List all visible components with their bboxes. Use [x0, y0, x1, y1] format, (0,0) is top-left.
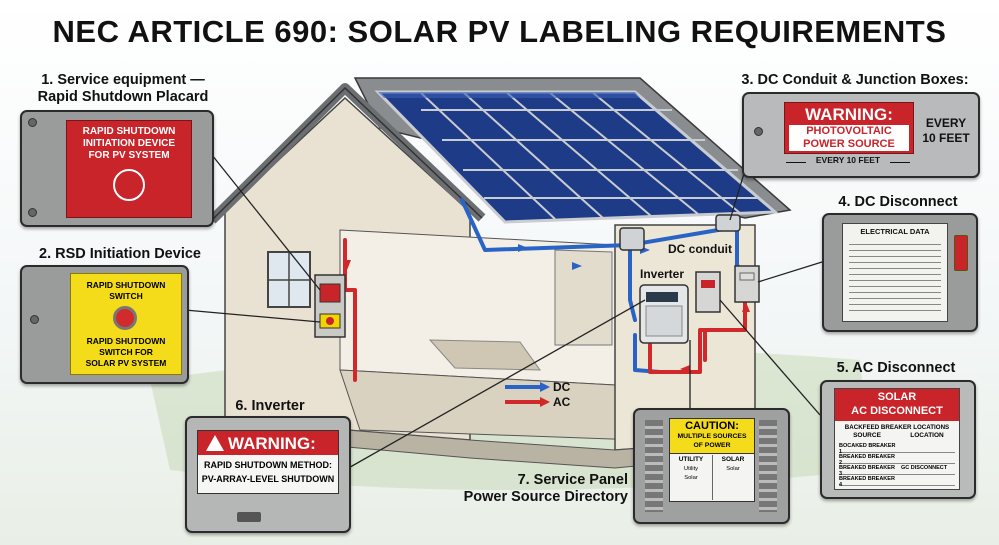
directory-col-solar: SOLAR [721, 456, 745, 463]
rsd-bottom-line1: RAPID SHUTDOWN [86, 336, 166, 346]
electrical-data-rows [849, 239, 941, 313]
backfeed-row-2: BREAKED BREAKER 2 [839, 453, 955, 466]
dc-conduit-label: DC conduit [668, 242, 732, 256]
inverter-warning-label: WARNING: RAPID SHUTDOWN METHOD: PV-ARRAY… [197, 430, 339, 494]
placard-line3: FOR PV SYSTEM [88, 150, 170, 161]
backfeed-row-1: BOCAKED BREAKER 1 [839, 442, 955, 455]
screw-icon [28, 208, 37, 217]
screw-icon [754, 127, 763, 136]
backfeed-row-3-location: GC DISCONNECT [901, 465, 948, 471]
callout-3-card: WARNING: PHOTOVOLTAIC POWER SOURCE EVERY… [742, 92, 980, 178]
caution-header: CAUTION: MULTIPLE SOURCES OF POWER [670, 419, 754, 454]
backfeed-table-title: BACKFEED BREAKER LOCATIONS [844, 424, 950, 431]
caution-sub-line1: MULTIPLE SOURCES [677, 433, 747, 440]
directory-col-utility: UTILITY [678, 456, 704, 463]
backfeed-row-2-source: BREAKED BREAKER 2 [839, 454, 895, 466]
legend-ac-label: AC [553, 395, 571, 409]
callout-2-caption: 2. RSD Initiation Device [39, 246, 201, 262]
electrical-data-header: ELECTRICAL DATA [860, 227, 930, 236]
dc-conduit [460, 198, 747, 374]
directory-divider [712, 455, 713, 500]
screw-icon [30, 315, 39, 324]
callout-5-card: SOLAR AC DISCONNECT BACKFEED BREAKER LOC… [820, 380, 976, 499]
pv-warning-line2: POWER SOURCE [789, 138, 909, 151]
backfeed-row-4: BREAKED BREAKER 4 [839, 475, 955, 488]
disconnect-handle [954, 235, 968, 271]
ac-disconnect-box [695, 271, 721, 313]
callout-4-caption: 4. DC Disconnect [838, 194, 958, 210]
callout-4-card: ELECTRICAL DATA [822, 213, 978, 332]
caution-header-text: CAUTION: [685, 420, 739, 432]
rsd-switch-label: RAPID SHUTDOWN SWITCH RAPID SHUTDOWN SWI… [70, 273, 182, 375]
pv-warning-side-line1: EVERY [925, 116, 967, 130]
rsd-top-line2: SWITCH [109, 291, 143, 301]
rsd-bottom-line2: SWITCH FOR [99, 347, 153, 357]
callout-2-card: RAPID SHUTDOWN SWITCH RAPID SHUTDOWN SWI… [20, 265, 189, 384]
rsd-bottom-line3: SOLAR PV SYSTEM [85, 358, 167, 368]
callout-5-caption: 5. AC Disconnect [836, 360, 956, 376]
callout-1-caption: 1. Service equipment — Rapid Shutdown Pl… [28, 72, 218, 106]
callout-1-caption-line2: Rapid Shutdown Placard [37, 89, 209, 105]
backfeed-row-1-source: BOCAKED BREAKER 1 [839, 443, 896, 455]
electrical-data-label: ELECTRICAL DATA [842, 223, 948, 322]
ac-disconnect-header-line1: SOLAR [877, 391, 917, 403]
backfeed-col-source: SOURCE [853, 432, 881, 439]
inverter-vent [237, 512, 261, 522]
warning-triangle-icon [206, 435, 224, 451]
backfeed-col-location: LOCATION [910, 432, 944, 439]
callout-7-caption: 7. Service Panel Power Source Directory [458, 472, 628, 506]
screw-icon [28, 118, 37, 127]
ac-disconnect-header: SOLAR AC DISCONNECT [835, 389, 959, 421]
inverter-warning-line1: RAPID SHUTDOWN METHOD: [204, 460, 332, 470]
inverter-warning-header: WARNING: [228, 434, 316, 453]
backfeed-row-3-source: BREAKED BREAKER 3 [839, 465, 895, 477]
pv-warning-side-line2: 10 FEET [922, 131, 970, 145]
directory-row1-left: Utility [683, 466, 699, 472]
callout-3-caption: 3. DC Conduit & Junction Boxes: [741, 72, 969, 88]
pv-warning-line1: PHOTOVOLTAIC [789, 125, 909, 138]
callout-1-caption-line1: 1. Service equipment — [41, 72, 205, 88]
placard-line1: RAPID SHUTDOWN [82, 126, 176, 137]
directory-row2-left: Solar [684, 475, 698, 481]
callout-7-caption-line2: Power Source Directory [463, 489, 628, 505]
ac-disconnect-header-line2: AC DISCONNECT [851, 405, 943, 417]
inverter-unit [639, 284, 689, 344]
callout-6-caption: 6. Inverter [235, 398, 305, 414]
inverter-warning-line2: PV-ARRAY-LEVEL SHUTDOWN [201, 474, 335, 484]
ac-disconnect-label: SOLAR AC DISCONNECT BACKFEED BREAKER LOC… [834, 388, 960, 490]
breaker-column-left [645, 420, 663, 512]
caution-sub-line2: OF POWER [693, 442, 731, 449]
rsd-button-icon [113, 306, 137, 330]
pv-warning-label: WARNING: PHOTOVOLTAIC POWER SOURCE [784, 102, 914, 154]
rsd-device [314, 274, 346, 338]
backfeed-row-4-source: BREAKED BREAKER 4 [839, 476, 895, 488]
legend-dc-label: DC [553, 380, 571, 394]
legend: DC AC [505, 380, 571, 409]
placard-circle-symbol [113, 169, 145, 201]
pv-warning-spacing: EVERY 10 FEET [806, 155, 890, 165]
backfeed-row-3: BREAKED BREAKER 3 GC DISCONNECT [839, 464, 955, 477]
dc-disconnect-box [734, 265, 760, 303]
inverter-label: Inverter [640, 267, 684, 281]
callout-7-card: CAUTION: MULTIPLE SOURCES OF POWER UTILI… [633, 408, 790, 524]
junction-box-roof [715, 214, 741, 232]
junction-box-wall [619, 227, 645, 251]
callout-7-caption-line1: 7. Service Panel [517, 472, 628, 488]
callout-1-card: RAPID SHUTDOWN INITIATION DEVICE FOR PV … [20, 110, 214, 227]
power-source-directory: CAUTION: MULTIPLE SOURCES OF POWER UTILI… [669, 418, 755, 502]
leader-lines [184, 149, 823, 471]
breaker-column-right [759, 420, 777, 512]
rapid-shutdown-placard: RAPID SHUTDOWN INITIATION DEVICE FOR PV … [66, 120, 192, 218]
page-title: NEC ARTICLE 690: SOLAR PV LABELING REQUI… [52, 14, 947, 49]
callout-6-card: WARNING: RAPID SHUTDOWN METHOD: PV-ARRAY… [185, 416, 351, 533]
rsd-top-line1: RAPID SHUTDOWN [86, 280, 166, 290]
pv-warning-header: WARNING: [805, 105, 893, 124]
directory-row1-right: Solar [726, 466, 740, 472]
placard-line2: INITIATION DEVICE [82, 138, 176, 149]
solar-array [374, 90, 779, 224]
